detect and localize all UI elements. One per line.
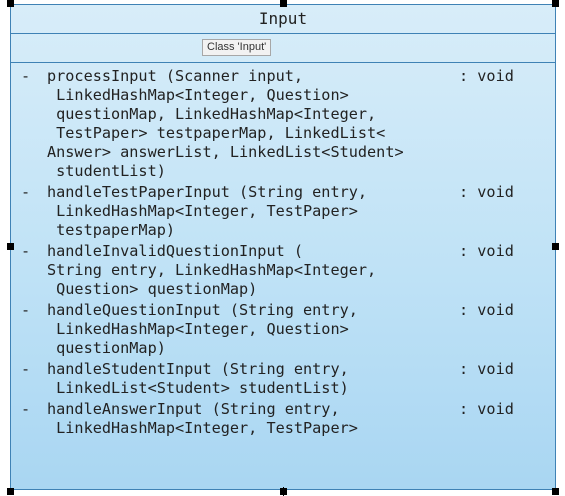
operation-text: handleInvalidQuestionInput ( — [47, 242, 304, 260]
visibility-marker: - — [21, 242, 31, 260]
visibility-marker: - — [21, 183, 31, 201]
operation-text: handleQuestionInput (String entry, — [47, 301, 358, 319]
visibility-marker: - — [21, 67, 31, 85]
operation-return-type: : void — [459, 360, 514, 378]
operation-signature-line: processInput (Scanner input, — [11, 67, 555, 86]
operation-signature-line: handleInvalidQuestionInput ( — [11, 242, 555, 261]
operation-return-type: : void — [459, 400, 514, 418]
visibility-marker: - — [21, 360, 31, 378]
operation-item[interactable]: -handleStudentInput (String entry, Linke… — [11, 360, 555, 398]
operation-text: questionMap, LinkedHashMap<Integer, — [47, 105, 377, 123]
operation-signature-line: LinkedHashMap<Integer, Question> — [11, 86, 555, 105]
operations-compartment: -processInput (Scanner input, LinkedHash… — [11, 63, 555, 438]
selection-handle-top-left[interactable] — [7, 0, 14, 7]
operation-signature-line: questionMap, LinkedHashMap<Integer, — [11, 105, 555, 124]
operation-text: handleTestPaperInput (String entry, — [47, 183, 368, 201]
connector-tick-top — [283, 0, 284, 6]
operation-signature-line: LinkedHashMap<Integer, TestPaper> — [11, 202, 555, 221]
operation-text: String entry, LinkedHashMap<Integer, — [47, 261, 377, 279]
operation-text: questionMap) — [47, 339, 166, 357]
operation-signature-line: Question> questionMap) — [11, 280, 555, 299]
operation-text: Question> questionMap) — [47, 280, 258, 298]
selection-handle-bottom-left[interactable] — [7, 488, 14, 495]
operation-text: Answer> answerList, LinkedList<Student> — [47, 143, 404, 161]
uml-class-box[interactable]: Input Class 'Input' -processInput (Scann… — [10, 4, 556, 490]
selection-handle-middle-left[interactable] — [7, 243, 14, 250]
operation-return-type: : void — [459, 183, 514, 201]
connector-tick-bottom — [283, 487, 284, 496]
visibility-marker: - — [21, 301, 31, 319]
class-tooltip-tag: Class 'Input' — [202, 39, 272, 56]
visibility-marker: - — [21, 400, 31, 418]
selection-handle-top-right[interactable] — [552, 0, 559, 7]
operation-text: handleStudentInput (String entry, — [47, 360, 349, 378]
operation-signature-line: String entry, LinkedHashMap<Integer, — [11, 261, 555, 280]
attributes-compartment: Class 'Input' — [11, 34, 555, 63]
operation-item[interactable]: -handleAnswerInput (String entry, Linked… — [11, 400, 555, 438]
operation-signature-line: studentList) — [11, 162, 555, 181]
operation-signature-line: handleQuestionInput (String entry, — [11, 301, 555, 320]
operation-signature-line: testpaperMap) — [11, 221, 555, 240]
operation-text: studentList) — [47, 162, 166, 180]
selection-handle-bottom-right[interactable] — [552, 488, 559, 495]
operation-signature-line: LinkedList<Student> studentList) — [11, 379, 555, 398]
operation-item[interactable]: -handleInvalidQuestionInput (String entr… — [11, 242, 555, 299]
operation-text: testpaperMap) — [47, 221, 176, 239]
operation-text: LinkedHashMap<Integer, TestPaper> — [47, 202, 358, 220]
operation-text: handleAnswerInput (String entry, — [47, 400, 340, 418]
operation-text: processInput (Scanner input, — [47, 67, 304, 85]
operation-signature-line: questionMap) — [11, 339, 555, 358]
operation-text: TestPaper> testpaperMap, LinkedList< — [47, 124, 386, 142]
operation-item[interactable]: -processInput (Scanner input, LinkedHash… — [11, 67, 555, 181]
selection-handle-middle-right[interactable] — [552, 243, 559, 250]
operation-return-type: : void — [459, 242, 514, 260]
class-name: Input — [11, 5, 555, 34]
operation-return-type: : void — [459, 67, 514, 85]
operation-signature-line: LinkedHashMap<Integer, Question> — [11, 320, 555, 339]
operation-text: LinkedList<Student> studentList) — [47, 379, 349, 397]
operation-signature-line: handleTestPaperInput (String entry, — [11, 183, 555, 202]
operation-signature-line: Answer> answerList, LinkedList<Student> — [11, 143, 555, 162]
operation-return-type: : void — [459, 301, 514, 319]
operation-text: LinkedHashMap<Integer, Question> — [47, 86, 349, 104]
operation-signature-line: handleAnswerInput (String entry, — [11, 400, 555, 419]
operation-text: LinkedHashMap<Integer, TestPaper> — [47, 419, 358, 437]
operation-item[interactable]: -handleTestPaperInput (String entry, Lin… — [11, 183, 555, 240]
operation-item[interactable]: -handleQuestionInput (String entry, Link… — [11, 301, 555, 358]
operation-signature-line: handleStudentInput (String entry, — [11, 360, 555, 379]
operation-signature-line: TestPaper> testpaperMap, LinkedList< — [11, 124, 555, 143]
operation-text: LinkedHashMap<Integer, Question> — [47, 320, 349, 338]
operation-signature-line: LinkedHashMap<Integer, TestPaper> — [11, 419, 555, 438]
